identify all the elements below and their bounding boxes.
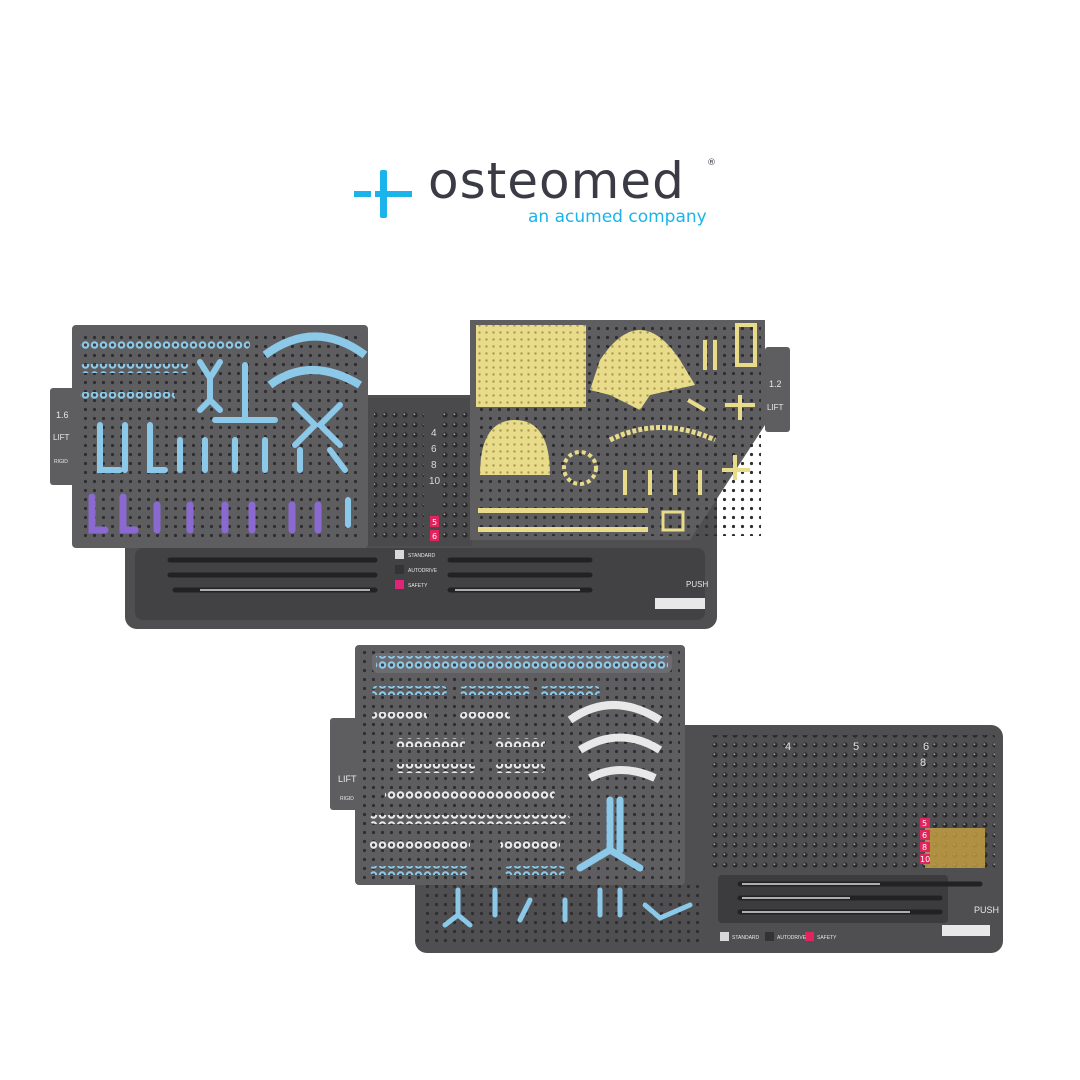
screw-length-label: 6 xyxy=(431,444,437,455)
plate-size-label: 1.6 xyxy=(56,410,69,420)
screw-length-label: 4 xyxy=(431,428,437,439)
bottom-lift-tab xyxy=(330,718,360,810)
safety-length-label: 5 xyxy=(432,518,437,527)
legend-autodrive: AUTODRIVE xyxy=(777,935,807,941)
legend-autodrive: AUTODRIVE xyxy=(408,568,438,574)
column-label: 8 xyxy=(920,757,926,769)
top-tray: 4 6 8 10 5 6 1.6 LIFT RIGID xyxy=(50,320,790,629)
registered-mark: ® xyxy=(707,158,716,168)
column-label: 6 xyxy=(923,741,929,753)
safety-length-label: 8 xyxy=(922,843,927,852)
osteomed-logo: osteomed ® an acumed company xyxy=(352,152,732,233)
screw-length-label: 10 xyxy=(429,476,441,487)
gold-mesh-plate xyxy=(476,325,586,407)
safety-length-label: 10 xyxy=(920,855,930,864)
lift-label: LIFT xyxy=(338,774,357,784)
cross-logo-icon xyxy=(354,170,412,218)
plate-size-label: 1.2 xyxy=(769,379,782,389)
rigid-label: RIGID xyxy=(54,459,68,465)
rigid-label: RIGID xyxy=(340,796,354,802)
bottom-tray: 4 5 6 8 5 6 8 10 STANDARD AUTODRIVE SAFE… xyxy=(330,645,1003,953)
safety-length-label: 6 xyxy=(922,831,927,840)
push-button[interactable] xyxy=(942,925,990,936)
push-label: PUSH xyxy=(686,580,708,589)
screw-length-label: 8 xyxy=(431,460,437,471)
legend-safety: SAFETY xyxy=(817,935,837,941)
push-label: PUSH xyxy=(974,905,999,915)
blue-plate-strip xyxy=(376,656,668,670)
brand-name: osteomed xyxy=(428,152,685,210)
legend-standard: STANDARD xyxy=(408,553,436,559)
column-label: 5 xyxy=(853,741,859,753)
column-label: 4 xyxy=(785,741,791,753)
lift-label: LIFT xyxy=(767,403,784,412)
safety-length-label: 5 xyxy=(922,819,927,828)
legend-standard: STANDARD xyxy=(732,935,760,941)
right-lift-tab xyxy=(765,347,790,432)
push-button[interactable] xyxy=(655,598,705,609)
legend-safety: SAFETY xyxy=(408,583,428,589)
safety-length-label: 6 xyxy=(432,532,437,541)
lift-label: LIFT xyxy=(53,433,70,442)
brand-tagline: an acumed company xyxy=(528,207,707,227)
